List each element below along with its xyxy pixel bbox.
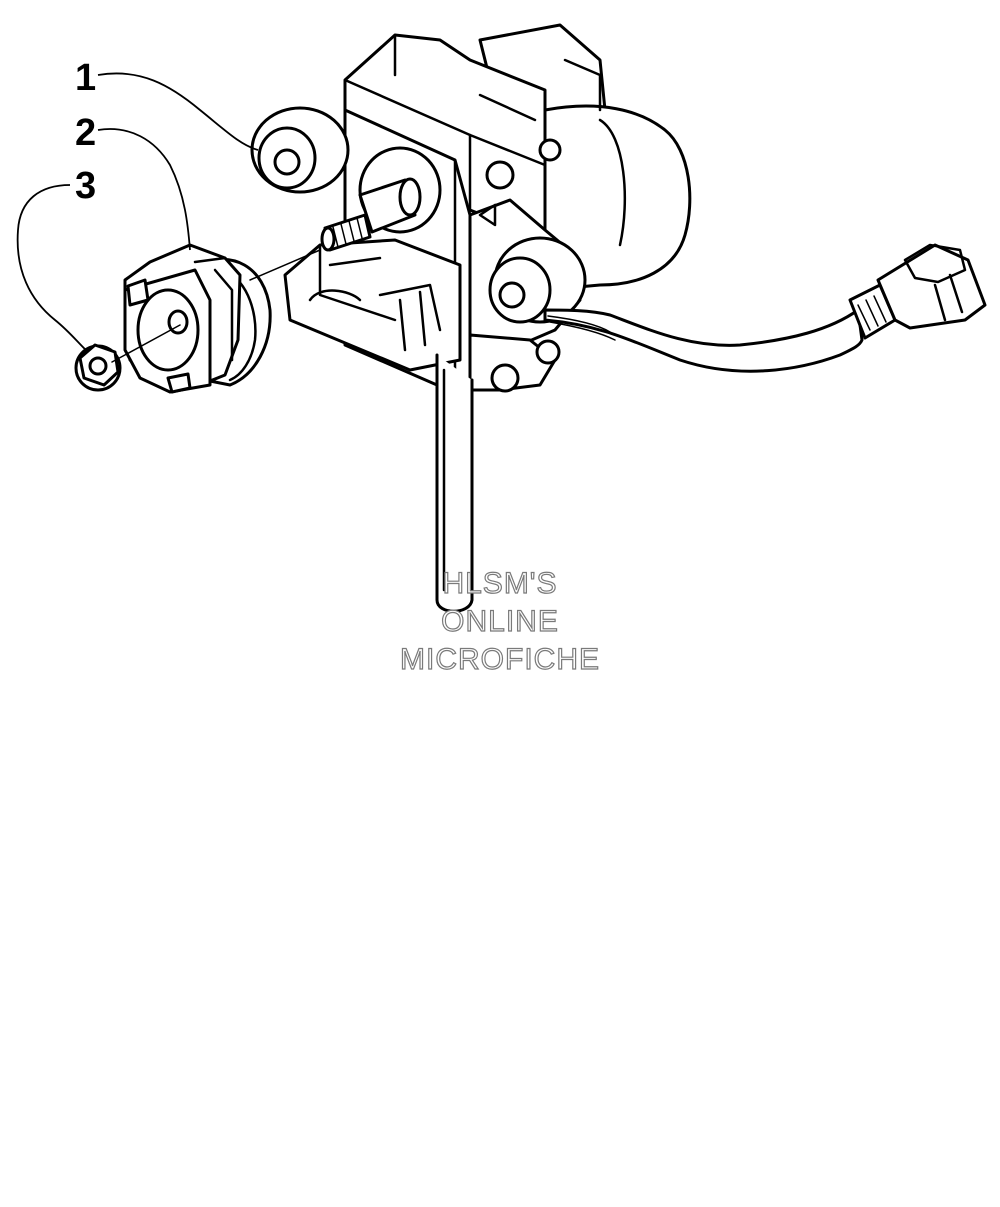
leader-line-1 <box>97 72 259 151</box>
callout-1-label: 1 <box>75 57 96 99</box>
callout-2-label: 2 <box>75 112 96 154</box>
leader-line-3 <box>16 184 89 353</box>
actuator-assembly <box>250 23 987 613</box>
leader-line-2 <box>97 128 191 251</box>
output-shaft <box>320 146 442 252</box>
watermark-line-1: HLSM'S <box>442 567 557 600</box>
alignment-lines <box>111 249 321 363</box>
coupling-hub <box>123 243 272 394</box>
wire-harness <box>543 243 987 373</box>
flange-nut <box>74 343 122 392</box>
lever-arm <box>435 353 474 613</box>
watermark-line-3: MICROFICHE <box>400 643 600 676</box>
callout-3-label: 3 <box>75 165 96 207</box>
pivot-boss-upper <box>250 106 350 194</box>
pivot-boss-right <box>488 236 587 324</box>
watermark-line-2: ONLINE <box>441 605 559 638</box>
watermark: HLSM'S ONLINE MICROFICHE <box>399 566 600 676</box>
